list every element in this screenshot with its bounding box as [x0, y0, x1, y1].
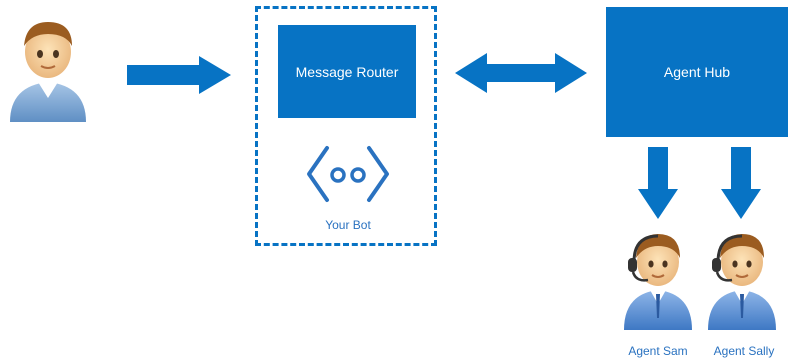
message-router-label: Message Router	[295, 63, 399, 80]
down-arrow-icon	[638, 147, 678, 219]
headset-agent-icon	[708, 234, 776, 330]
agent-hub-box: Agent Hub	[606, 7, 788, 137]
bot-frame	[255, 6, 437, 246]
user-icon	[10, 22, 86, 122]
agent-sam-label: Agent Sam	[628, 344, 688, 358]
headset-agent-icon	[624, 234, 692, 330]
your-bot-label: Your Bot	[325, 218, 371, 232]
bot-code-icon	[307, 146, 389, 202]
right-arrow-icon	[127, 56, 231, 94]
down-arrow-icon	[721, 147, 761, 219]
double-arrow-icon	[455, 53, 587, 93]
message-router-box: Message Router	[278, 25, 416, 118]
agent-hub-label: Agent Hub	[663, 64, 731, 80]
agent-sally-label: Agent Sally	[713, 344, 775, 358]
